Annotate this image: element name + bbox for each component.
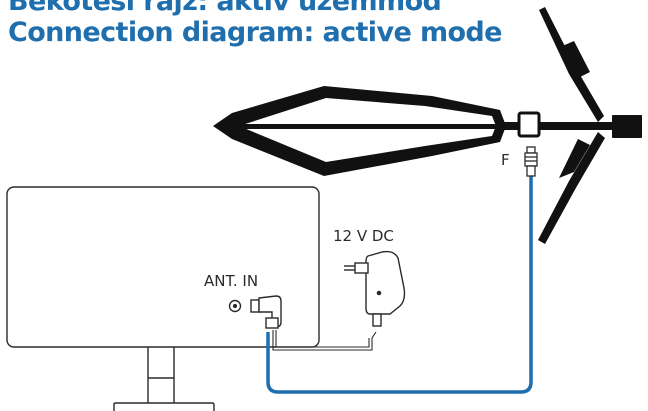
antenna-loop-element bbox=[213, 86, 506, 176]
coax-cable bbox=[266, 175, 533, 394]
tv-screen-frame bbox=[6, 186, 320, 348]
antenna-mast-clamp bbox=[612, 115, 642, 138]
power-cord bbox=[272, 330, 377, 351]
antenna-loop-bars bbox=[226, 124, 506, 129]
antenna bbox=[213, 7, 642, 244]
antenna-input-label: ANT. IN bbox=[204, 272, 259, 290]
f-connector-label: F bbox=[501, 151, 510, 169]
f-connector bbox=[524, 146, 538, 177]
diagram-title-hungarian: Bekötési rajz: aktív üzemmód bbox=[8, 0, 442, 17]
antenna-boom bbox=[500, 122, 616, 130]
antenna-lower-element bbox=[538, 132, 605, 244]
tv-stand bbox=[113, 347, 215, 411]
diagram-title-english: Connection diagram: active mode bbox=[8, 17, 502, 48]
power-adapter bbox=[344, 250, 406, 327]
tv-plug-injector bbox=[250, 295, 282, 329]
tv-monitor bbox=[6, 186, 320, 411]
antenna-mount bbox=[517, 111, 541, 138]
antenna-input-socket-icon bbox=[228, 299, 242, 313]
power-supply-label: 12 V DC bbox=[333, 227, 394, 245]
